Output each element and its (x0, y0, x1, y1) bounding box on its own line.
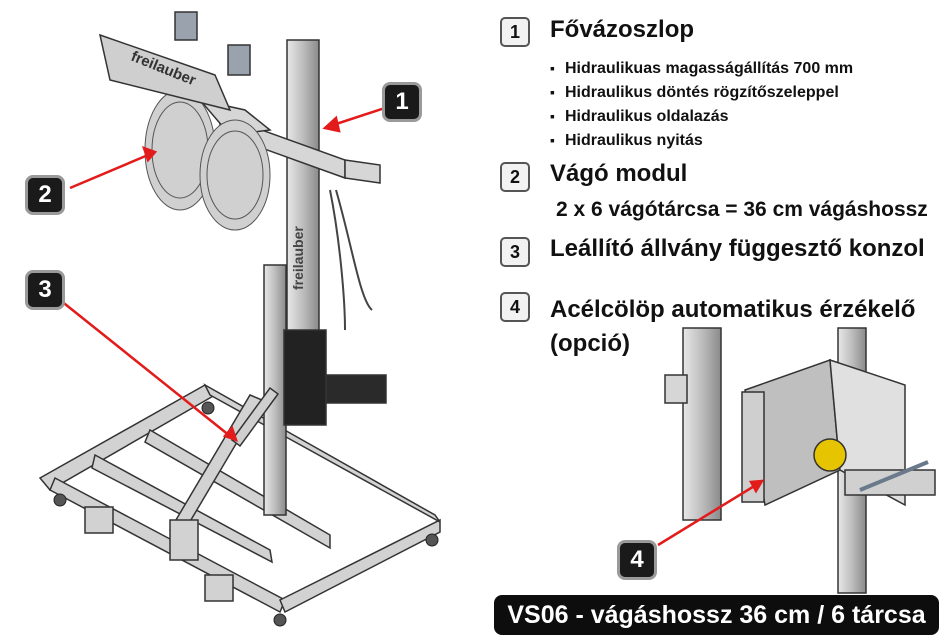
legend-title-4: Acélcölöp automatikus érzékelő (550, 296, 916, 323)
legend-num-1: 1 (500, 17, 530, 47)
callout-arrows (59, 106, 765, 547)
legend-title-4-line2: (opció) (550, 330, 630, 357)
bullet-item: Hidraulikus nyitás (550, 128, 853, 152)
callout-1: 1 (382, 82, 422, 122)
callout-3: 3 (25, 270, 65, 310)
sensor-detail (664, 327, 936, 594)
legend-bullets-1: Hidraulikuas magasságállítás 700 mm Hidr… (550, 56, 853, 152)
callout-4: 4 (617, 540, 657, 580)
bullet-item: Hidraulikus döntés rögzítőszeleppel (550, 80, 853, 104)
legend-subtitle-2: 2 x 6 vágótárcsa = 36 cm vágáshossz (556, 198, 928, 221)
legend-title-1: Fővázoszlop (550, 16, 695, 43)
bullet-item: Hidraulikuas magasságállítás 700 mm (550, 56, 853, 80)
column-branding: freilauber (290, 226, 306, 290)
legend-num-4: 4 (500, 292, 530, 322)
main-column: freilauber (283, 39, 387, 426)
stand-column (230, 264, 287, 516)
wheels (53, 401, 439, 627)
legend-num-2: 2 (500, 162, 530, 192)
callout-2: 2 (25, 175, 65, 215)
model-banner: VS06 - vágáshossz 36 cm / 6 tárcsa (494, 595, 939, 635)
base-frame (38, 383, 441, 614)
cutter-discs (144, 89, 271, 231)
legend-num-3: 3 (500, 237, 530, 267)
bullet-item: Hidraulikus oldalazás (550, 104, 853, 128)
legend-title-3: Leállító állvány függesztő konzol (550, 235, 925, 262)
cutter-head: freilauber (98, 11, 251, 112)
legend-title-2: Vágó modul (550, 160, 688, 187)
hoses (329, 189, 373, 331)
